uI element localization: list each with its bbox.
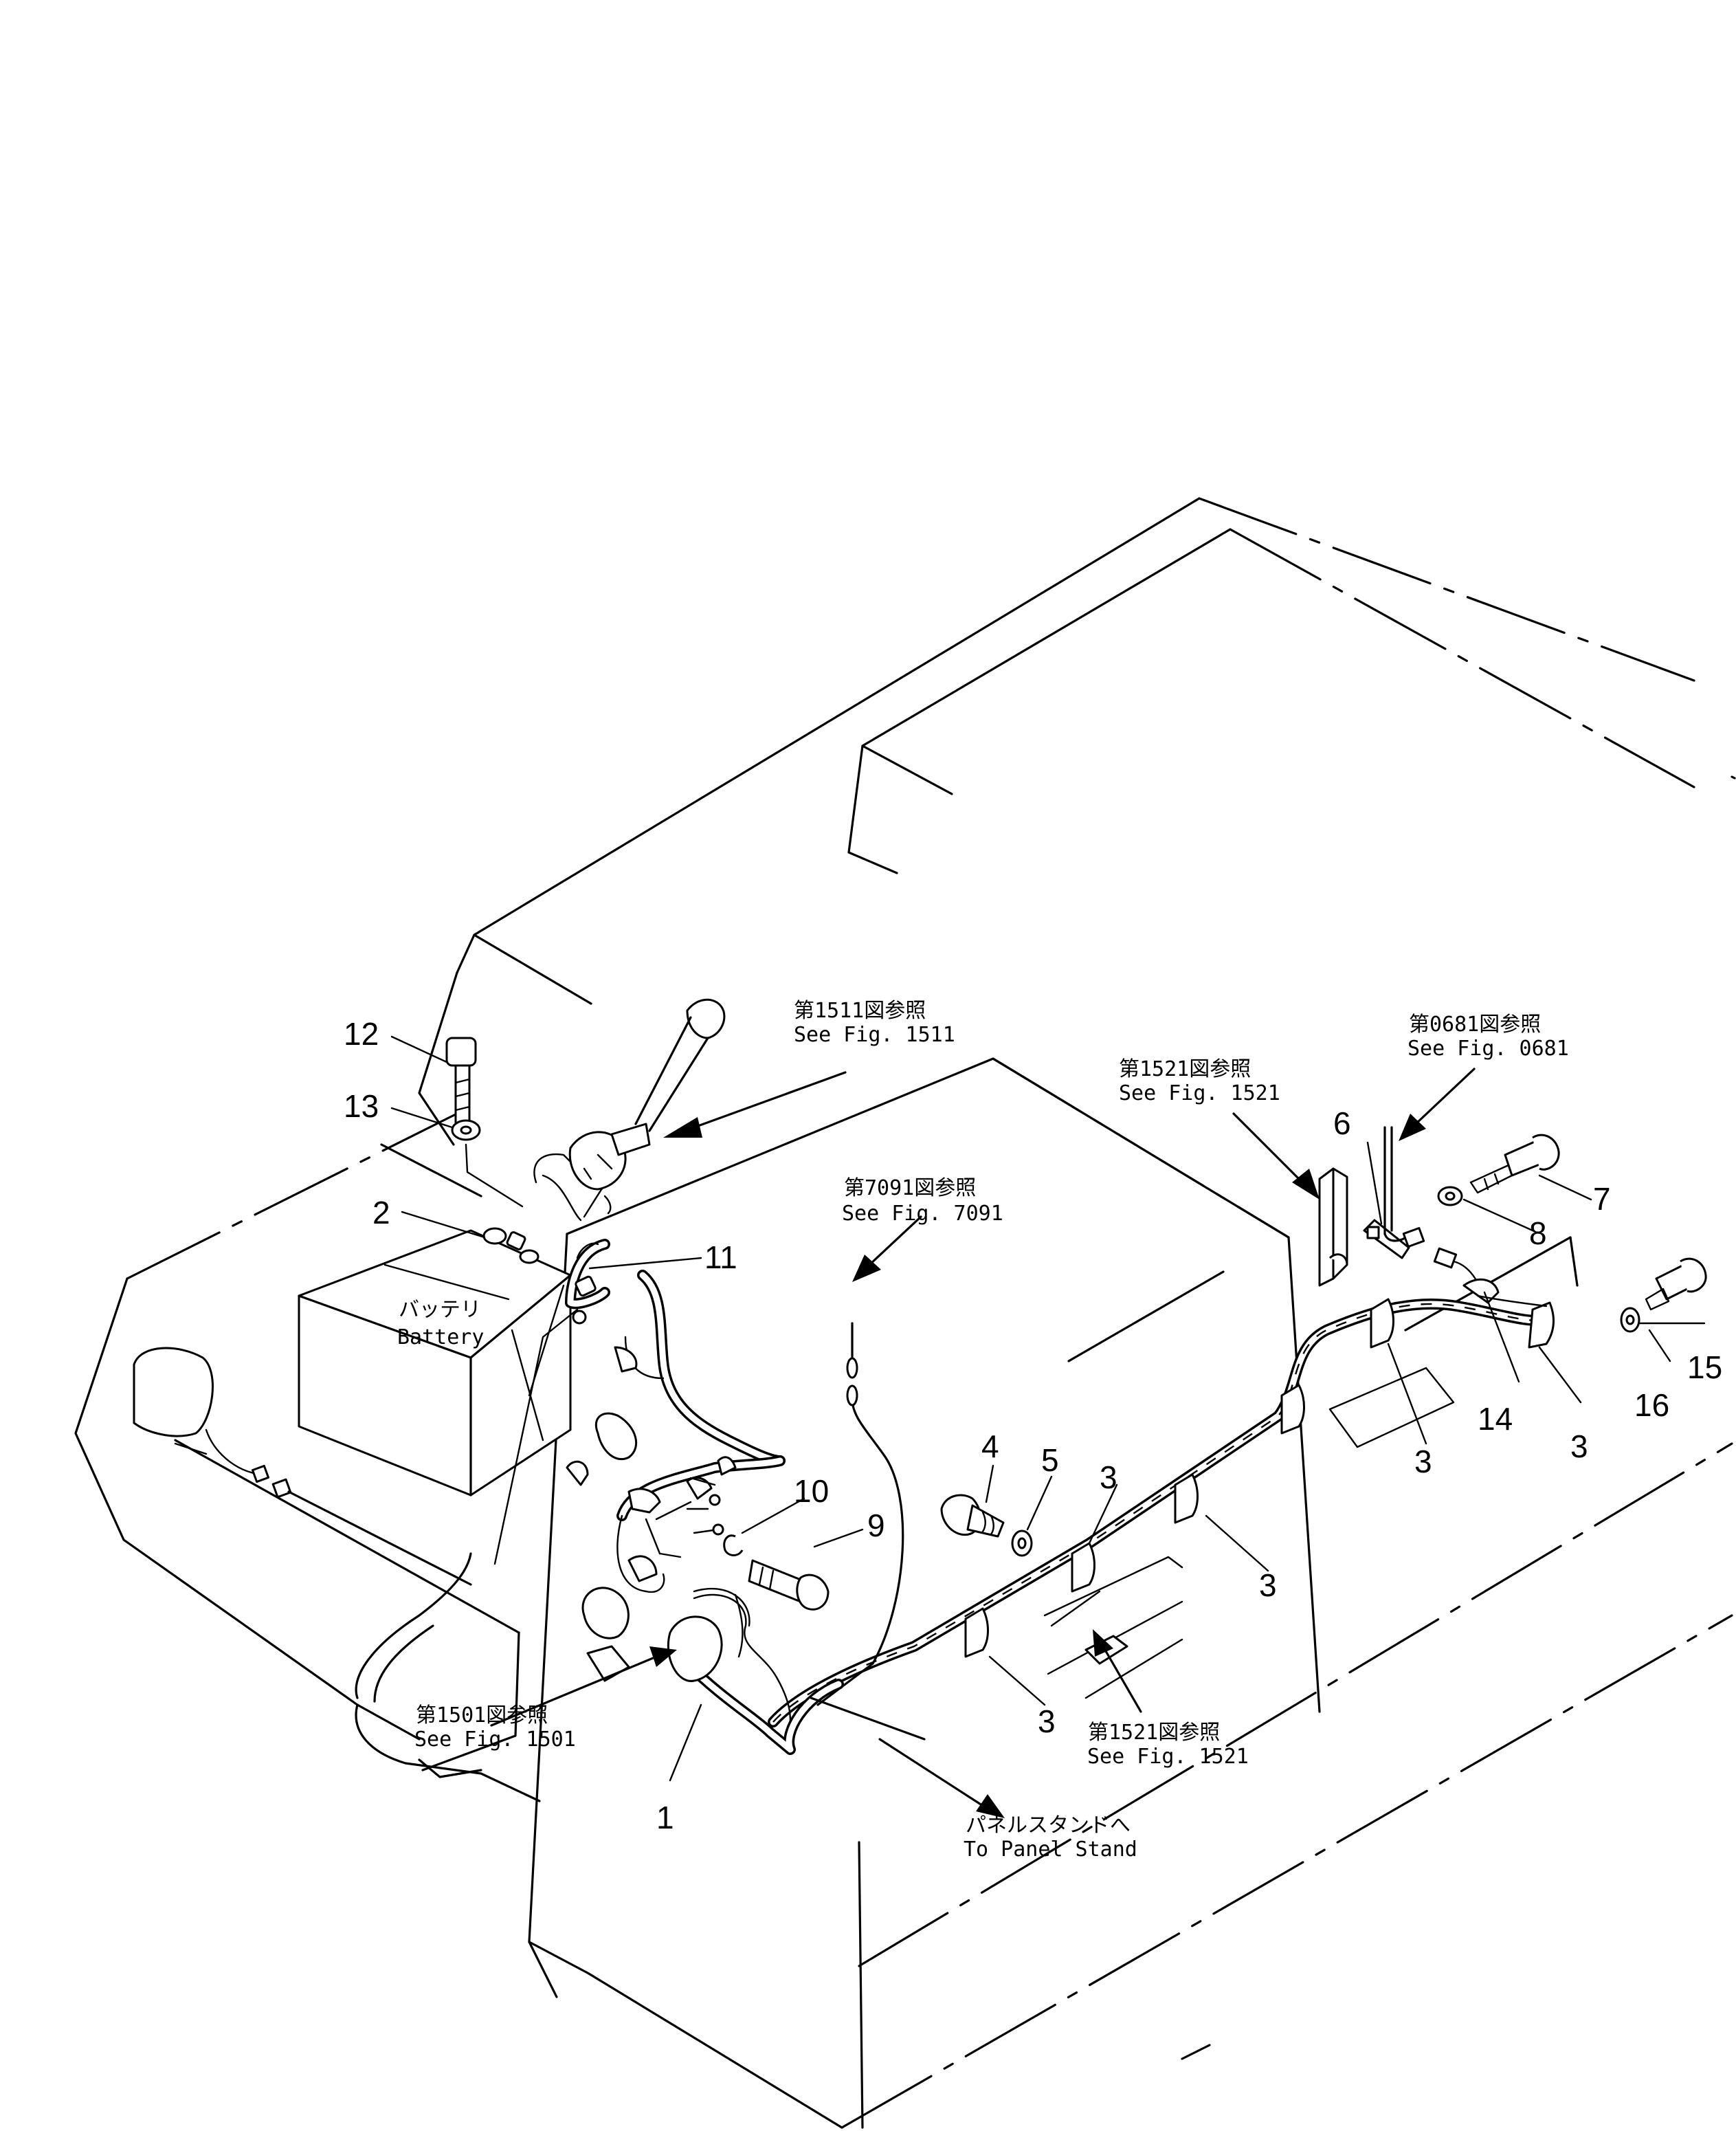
part-number-16: 16 bbox=[1634, 1387, 1669, 1423]
bracket-1521 bbox=[1318, 1167, 1348, 1287]
callout-1521-top-jp: 第1521図参照 bbox=[1119, 1057, 1251, 1081]
relay-box bbox=[133, 1347, 472, 1703]
part-numbers: 1 2 3 3 3 3 3 4 5 6 7 8 9 10 11 12 13 14… bbox=[344, 1016, 1722, 1835]
part-number-3: 3 bbox=[1038, 1703, 1056, 1739]
reference-callouts: 第1511図参照 See Fig. 1511 第1521図参照 See Fig.… bbox=[414, 999, 1569, 1862]
part-number-8: 8 bbox=[1529, 1215, 1547, 1251]
part-number-3: 3 bbox=[1414, 1444, 1432, 1479]
part-number-15: 15 bbox=[1687, 1349, 1722, 1385]
callout-1521-bottom-en: See Fig. 1521 bbox=[1087, 1745, 1249, 1769]
part-number-5: 5 bbox=[1041, 1442, 1059, 1478]
callout-1521-top-en: See Fig. 1521 bbox=[1119, 1081, 1280, 1105]
battery-label-jp: バッテリ bbox=[399, 1298, 481, 1322]
part-number-13: 13 bbox=[344, 1088, 379, 1124]
part-number-6: 6 bbox=[1333, 1105, 1351, 1141]
part-number-14: 14 bbox=[1478, 1401, 1513, 1437]
bolt-12 bbox=[445, 1037, 477, 1132]
part-number-3: 3 bbox=[1100, 1459, 1117, 1495]
callout-1521-bottom-jp: 第1521図参照 bbox=[1088, 1721, 1220, 1745]
callout-1511-jp: 第1511図参照 bbox=[794, 999, 926, 1023]
callout-1511-en: See Fig. 1511 bbox=[794, 1023, 955, 1047]
part-number-10: 10 bbox=[794, 1473, 829, 1509]
leader-lines bbox=[390, 1035, 1706, 1782]
washer-16 bbox=[1620, 1307, 1640, 1333]
callout-0681-jp: 第0681図参照 bbox=[1409, 1013, 1541, 1037]
part-number-2: 2 bbox=[372, 1195, 390, 1230]
part-number-12: 12 bbox=[344, 1016, 379, 1052]
battery-label-en: Battery bbox=[397, 1325, 484, 1349]
bolt-2 bbox=[482, 1227, 539, 1264]
battery: バッテリ Battery bbox=[298, 1229, 572, 1497]
part-number-11: 11 bbox=[704, 1239, 737, 1275]
callout-panel-stand-en: To Panel Stand bbox=[964, 1837, 1137, 1862]
callout-1501-jp: 第1501図参照 bbox=[416, 1703, 548, 1727]
reference-arrows bbox=[490, 1068, 1476, 1818]
bracket-6 bbox=[1363, 1219, 1410, 1259]
callout-7091-en: See Fig. 7091 bbox=[842, 1202, 1003, 1226]
clamp-14 bbox=[1462, 1278, 1548, 1307]
callout-1501-en: See Fig. 1501 bbox=[414, 1727, 576, 1752]
bolt-7 bbox=[1469, 1134, 1560, 1194]
callout-7091-jp: 第7091図参照 bbox=[844, 1176, 976, 1200]
cab-components bbox=[566, 1275, 737, 1682]
connector-0681 bbox=[1383, 1126, 1482, 1294]
part-number-7: 7 bbox=[1593, 1181, 1611, 1217]
washer-5 bbox=[1011, 1530, 1033, 1557]
part-number-1: 1 bbox=[656, 1800, 674, 1835]
washer-13 bbox=[451, 1119, 481, 1141]
fuel-sender bbox=[568, 998, 726, 1191]
part-number-3: 3 bbox=[1570, 1428, 1588, 1464]
bolt-4 bbox=[940, 1494, 1005, 1538]
part-number-4: 4 bbox=[981, 1428, 999, 1464]
callout-0681-en: See Fig. 0681 bbox=[1407, 1037, 1569, 1061]
bolt-9 bbox=[748, 1559, 830, 1611]
part-number-3: 3 bbox=[1259, 1567, 1277, 1603]
washer-10 bbox=[723, 1534, 744, 1556]
machine-body-outline bbox=[74, 497, 1736, 2129]
clamps bbox=[964, 1298, 1555, 1699]
bolt-15 bbox=[1645, 1257, 1707, 1311]
part-number-9: 9 bbox=[867, 1508, 885, 1543]
washer-8 bbox=[1437, 1186, 1463, 1206]
callout-panel-stand-jp: パネルスタンドへ bbox=[966, 1813, 1131, 1837]
wiring-harness bbox=[533, 1153, 1552, 1755]
